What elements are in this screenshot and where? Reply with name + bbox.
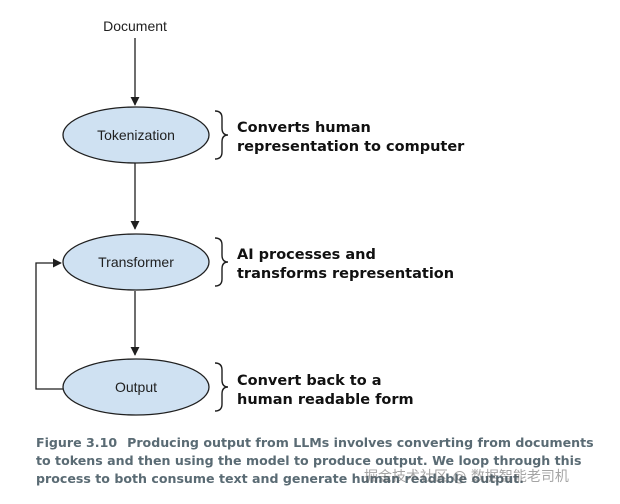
note-line: Convert back to a xyxy=(237,373,382,389)
node-output: Output xyxy=(62,358,210,416)
loop-arrow-output-to-transformer xyxy=(35,258,64,390)
watermark: 掘金技术社区 @ 数据智能老司机 xyxy=(364,469,569,485)
note-line: human readable form xyxy=(237,392,414,408)
note-tokenization: Converts human representation to compute… xyxy=(237,120,465,155)
node-label: Output xyxy=(115,379,157,395)
figure-caption-text: Producing output from LLMs involves conv… xyxy=(36,435,594,486)
note-transformer: AI processes and transforms representati… xyxy=(237,247,454,282)
note-line: AI processes and xyxy=(237,247,376,263)
llm-pipeline-diagram: Document Tokenization Transformer Output… xyxy=(35,18,465,416)
node-label: Tokenization xyxy=(97,127,175,143)
brace-tokenization xyxy=(214,110,229,160)
figure-label: Figure 3.10 xyxy=(36,435,118,450)
document-label: Document xyxy=(103,18,167,34)
node-tokenization: Tokenization xyxy=(62,106,210,164)
note-line: transforms representation xyxy=(237,266,454,282)
node-label: Transformer xyxy=(98,254,174,270)
brace-transformer xyxy=(214,237,229,287)
note-output: Convert back to a human readable form xyxy=(237,373,414,408)
note-line: representation to computer xyxy=(237,139,465,155)
node-transformer: Transformer xyxy=(62,233,210,291)
brace-output xyxy=(214,362,229,412)
note-line: Converts human xyxy=(237,120,371,136)
